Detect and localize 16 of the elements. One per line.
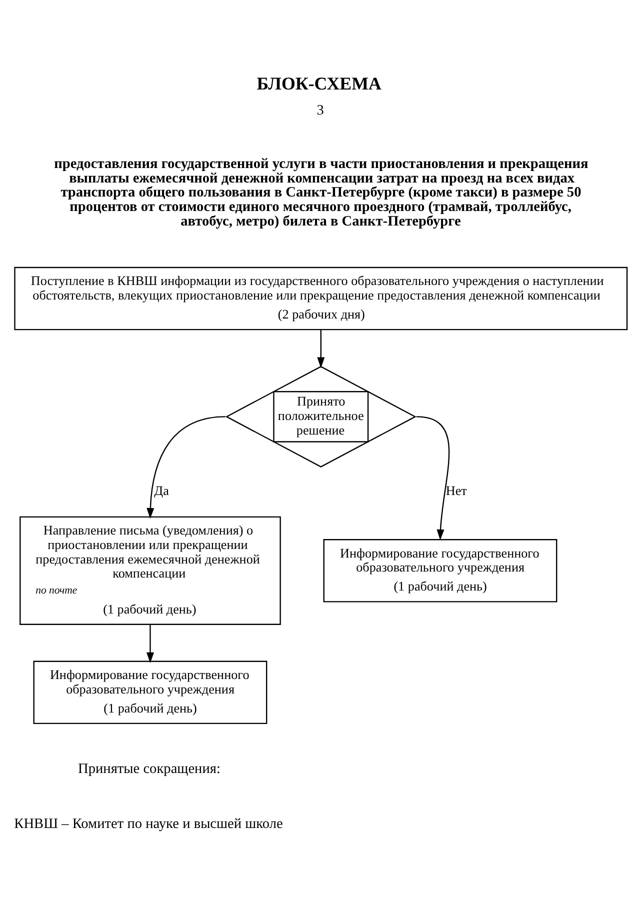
label: Принятые сокращения: bbox=[78, 761, 220, 778]
edge-label: Да bbox=[154, 483, 169, 498]
arrow bbox=[416, 416, 450, 540]
node-diamond: Принято положительное решение bbox=[225, 366, 416, 468]
edge-label: Нет bbox=[446, 483, 467, 498]
arrow bbox=[317, 330, 325, 368]
node-box: Информирование государственного образовательного учреждения (1 рабочий день) bbox=[323, 539, 558, 602]
node-box: Направление письма (уведомления) о приостановлении или прекращении предоставления ежемесячной денежной компенсации по почте (1 рабочий день) bbox=[20, 516, 281, 625]
node-box: Поступление в КНВШ информации из государственного образовательного учреждения о наступлении обстоятельств, влекущих приостановление или прекращение предоставления денежной компенсации (2 рабочих дня) bbox=[14, 266, 628, 330]
diagram-title: БЛОК-СХЕМА bbox=[256, 74, 382, 94]
arrow bbox=[146, 624, 154, 664]
label: 3 bbox=[316, 102, 324, 118]
label: предоставления государственной услуги в части приостановления и прекращения выплаты ежемесячной денежной компенсации затрат на проезд на всех видах транспорта общего пользования в Санкт-Петербурге (кроме такси) в размере 50 процентов от стоимости единого месячного проездного (трамвай, троллейбус, автобус, метро) билета в Санкт-Петербурге bbox=[54, 156, 588, 230]
arrow bbox=[146, 416, 226, 519]
node-box: Информирование государственного образовательного учреждения (1 рабочий день) bbox=[33, 660, 268, 724]
label: КНВШ – Комитет по науке и высшей школе bbox=[14, 816, 283, 832]
